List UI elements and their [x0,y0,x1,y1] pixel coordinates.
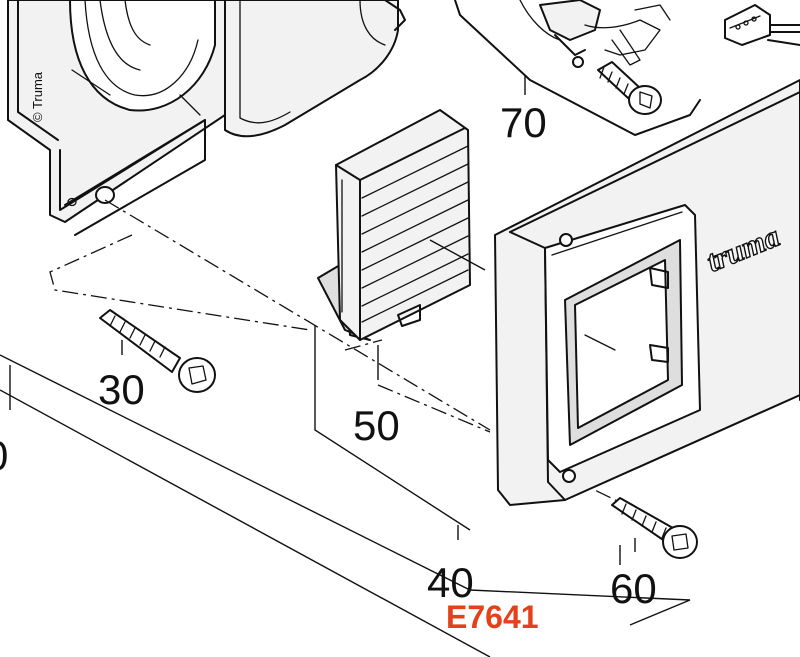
frame-leader-lines [0,325,691,657]
mounting-hole-top [559,233,573,247]
part-label-70: 70 [500,99,547,146]
screw-30 [99,309,216,393]
copyright-label: © Truma [30,71,45,122]
air-grille-50 [317,109,486,341]
part-label-60: 60 [610,565,657,612]
motor-assembly [454,0,800,136]
screw-70 [597,61,662,115]
article-code: E7641 [446,599,539,635]
part-label-40: 40 [427,559,474,606]
mounting-hole-bottom [562,469,576,483]
front-panel-frame: truma [494,79,800,506]
hinge-pin [95,186,115,204]
fan-housing: © Truma [7,0,406,236]
part-label-30: 30 [98,366,145,413]
part-label-partial: 0 [0,432,8,479]
screw-60 [611,497,698,559]
part-label-50: 50 [353,402,400,449]
